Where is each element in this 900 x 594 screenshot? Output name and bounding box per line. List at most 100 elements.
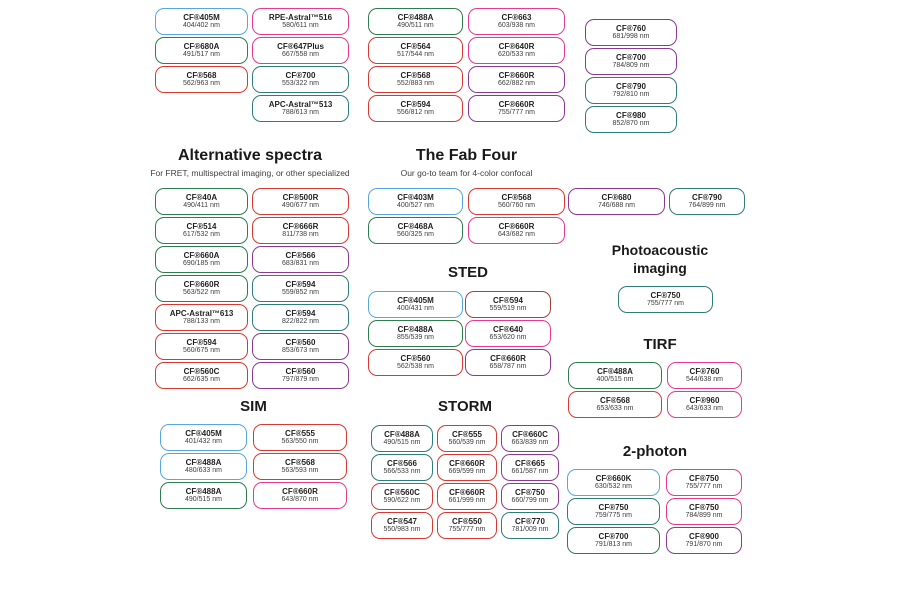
dye-wavelengths: 661/587 nm	[511, 468, 549, 476]
dye-name: CF®660R	[183, 279, 220, 289]
dye-name: CF®568	[600, 395, 630, 405]
section-title-2-photon: 2-photon	[622, 443, 688, 460]
dye-wavelengths: 662/635 nm	[183, 376, 220, 384]
dye-wavelengths: 400/527 nm	[397, 202, 434, 210]
dye-name: RPE-Astral™516	[268, 12, 333, 22]
dye-wavelengths: 490/677 nm	[282, 202, 319, 210]
dye-name: CF®790	[616, 81, 646, 91]
photoacoustic-title-line2: imaging	[633, 259, 687, 276]
dye-name: CF®700	[285, 70, 316, 80]
dye-wavelengths: 643/870 nm	[281, 496, 319, 504]
section-title-tirf: TIRF	[643, 336, 677, 353]
dye-name: CF®594	[493, 295, 523, 305]
dye-wavelengths: 630/532 nm	[595, 483, 632, 491]
dye-wavelengths: 404/402 nm	[183, 22, 220, 30]
dye-wavelengths: 759/775 nm	[595, 512, 632, 520]
dye-wavelengths: 755/777 nm	[647, 300, 684, 308]
dye-name: CF®560	[285, 337, 316, 347]
dye-wavelengths: 563/522 nm	[183, 289, 220, 297]
section-title-alternative-spectra: Alternative spectra	[177, 147, 323, 164]
dye-wavelengths: 852/870 nm	[612, 120, 650, 128]
dye-name: CF®980	[616, 110, 646, 120]
dye-wavelengths: 653/633 nm	[596, 405, 634, 413]
dye-name: CF®566	[387, 458, 417, 468]
dye-name: CF®500R	[282, 192, 319, 202]
dye-name: CF®660R	[449, 487, 485, 497]
dye-wavelengths: 660/799 nm	[511, 497, 549, 505]
dye-wavelengths: 855/539 nm	[397, 334, 434, 342]
dye-wavelengths: 480/633 nm	[185, 467, 222, 475]
dye-name: CF®560C	[183, 366, 220, 376]
dye-name: CF®640R	[498, 41, 535, 51]
dye-wavelengths: 491/517 nm	[183, 51, 220, 59]
dye-name: CF®680	[601, 192, 632, 202]
dye-wavelengths: 853/673 nm	[282, 347, 319, 355]
dye-name: CF®660R	[498, 221, 535, 231]
dye-wavelengths: 755/777 nm	[498, 109, 535, 117]
dye-name: CF®488A	[397, 324, 434, 334]
dye-name: CF®568	[400, 70, 431, 80]
dye-wavelengths: 603/938 nm	[498, 22, 535, 30]
dye-name: CF®488A	[384, 429, 420, 439]
section-title-sted: STED	[447, 264, 488, 281]
dye-wavelengths: 764/899 nm	[688, 202, 726, 210]
dye-name: CF®647Plus	[277, 41, 324, 51]
dye-name: CF®960	[689, 395, 720, 405]
dye-wavelengths: 683/831 nm	[282, 260, 319, 268]
dye-name: CF®660R	[490, 353, 526, 363]
dye-name: CF®750	[689, 502, 719, 512]
dye-name: CF®594	[285, 308, 316, 318]
dye-wavelengths: 681/998 nm	[612, 33, 650, 41]
dye-wavelengths: 784/809 nm	[612, 62, 650, 70]
dye-wavelengths: 560/539 nm	[448, 439, 486, 447]
dye-name: CF®760	[616, 23, 646, 33]
dye-wavelengths: 400/431 nm	[397, 305, 434, 313]
dye-wavelengths: 662/882 nm	[498, 80, 535, 88]
dye-name: CF®488A	[397, 12, 434, 22]
dye-wavelengths: 401/432 nm	[185, 438, 222, 446]
dye-wavelengths: 552/883 nm	[397, 80, 434, 88]
dye-name: CF®488A	[185, 486, 222, 496]
dye-name: CF®568	[186, 70, 217, 80]
dye-wavelengths: 580/611 nm	[282, 22, 319, 30]
dye-name: CF®700	[616, 52, 646, 62]
dye-name: CF®750	[598, 502, 629, 512]
dye-wavelengths: 788/133 nm	[183, 318, 220, 326]
dye-name: CF®568	[285, 457, 315, 467]
